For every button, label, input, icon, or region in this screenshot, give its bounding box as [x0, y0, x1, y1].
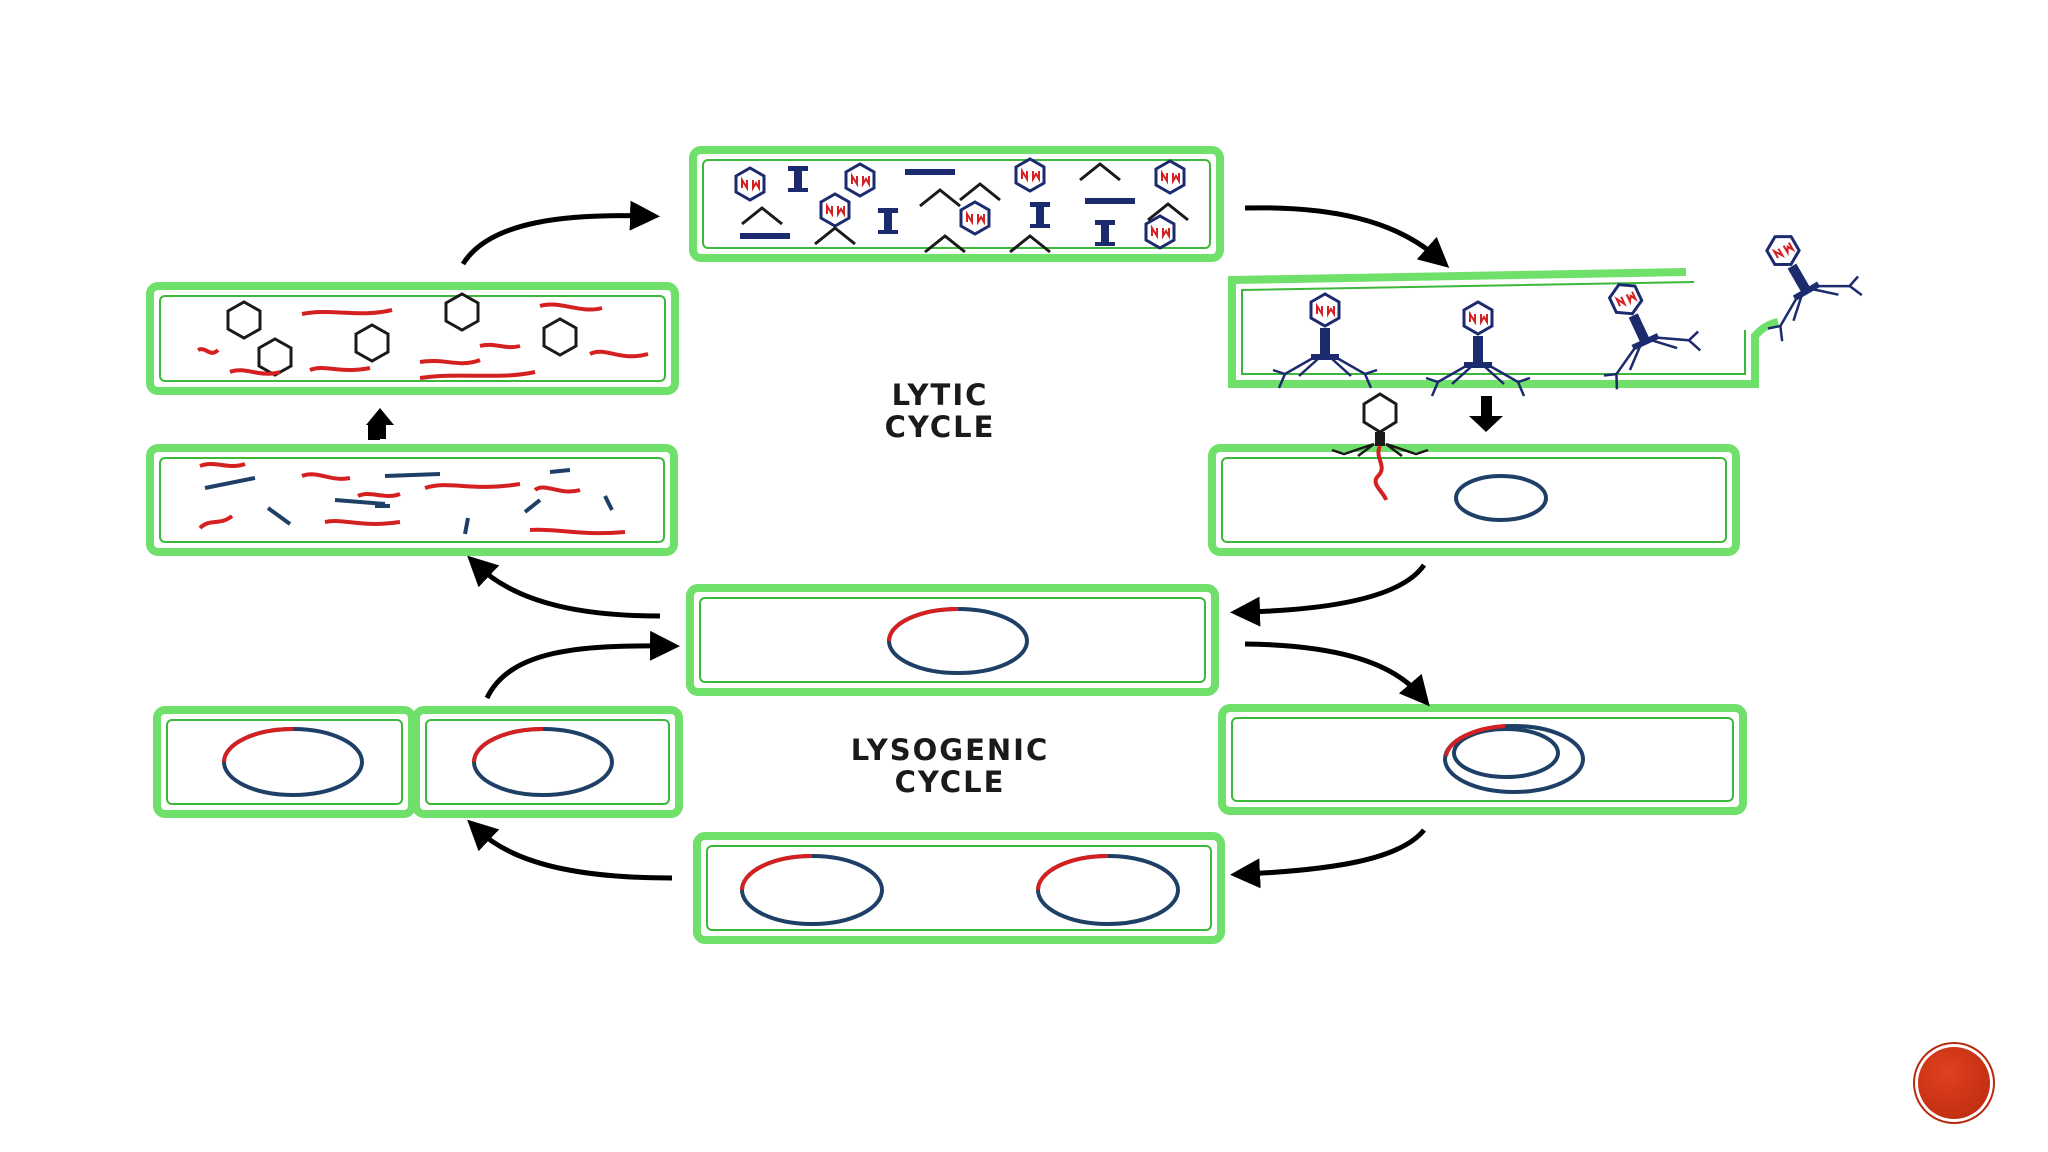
straight-arrows — [366, 396, 1503, 440]
cell-lysis — [1228, 211, 1867, 396]
lysogenic-cycle-label: LYSOGENIC CYCLE — [780, 733, 1120, 799]
cell-assembly — [689, 146, 1224, 262]
slide-nav-button[interactable] — [1918, 1047, 1990, 1119]
cell-injection — [1208, 392, 1740, 556]
lytic-label-line-2: CYCLE — [884, 409, 996, 444]
cycle-arrows — [460, 200, 1450, 889]
cell-integration — [686, 584, 1219, 696]
cell-circularization — [1218, 704, 1747, 815]
cell-fragmentation — [146, 444, 678, 556]
lytic-label-line-1: LYTIC — [891, 378, 989, 412]
cell-division — [693, 832, 1225, 944]
lysogenic-label-line-2: CYCLE — [894, 764, 1006, 799]
cell-synthesis — [146, 282, 679, 395]
lysogenic-label-line-1: LYSOGENIC — [850, 733, 1050, 767]
cell-daughters — [153, 706, 683, 818]
lytic-cycle-label: LYTIC CYCLE — [820, 378, 1060, 444]
